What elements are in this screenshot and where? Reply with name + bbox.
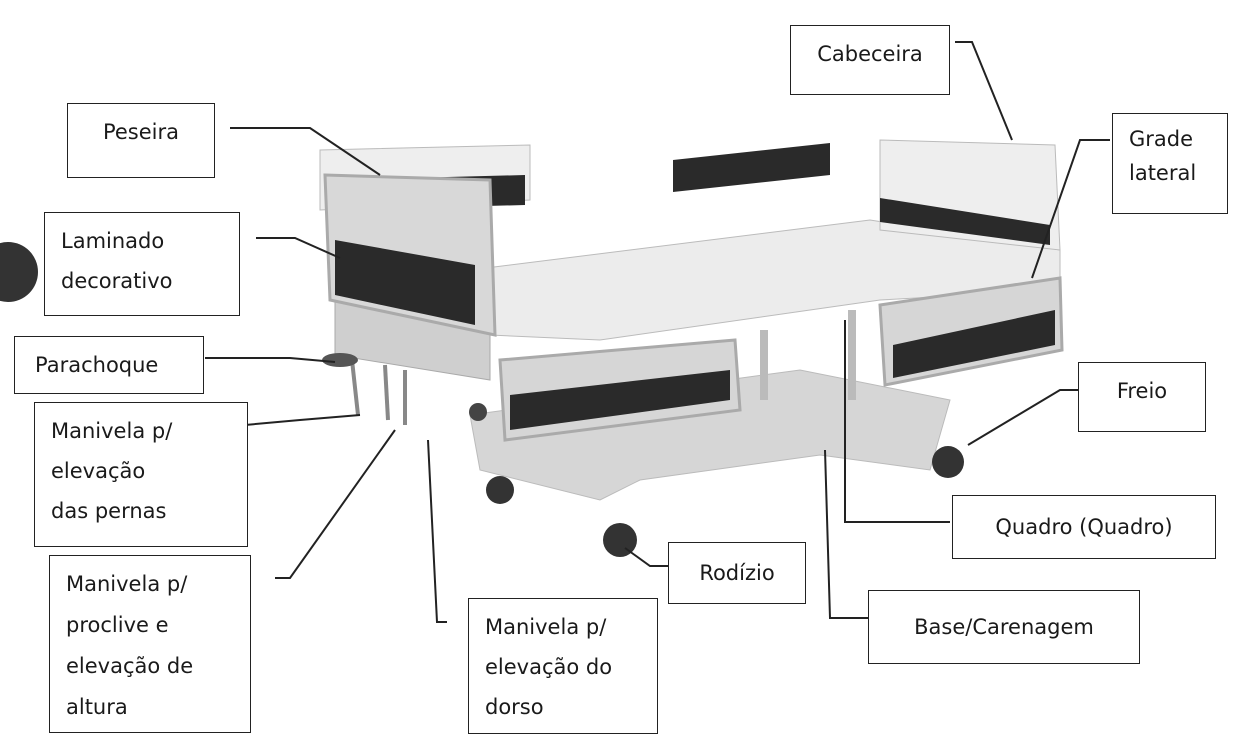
label-freio-text: Freio xyxy=(1116,379,1168,403)
label-manivela-dorso-line3: dorso xyxy=(485,695,544,719)
label-manivela-pernas-line2: elevação xyxy=(51,459,146,483)
label-quadro-text: Quadro (Quadro) xyxy=(995,515,1173,539)
label-freio: Freio xyxy=(1078,362,1206,432)
leader-lines xyxy=(205,41,1110,623)
label-laminado-line1: Laminado xyxy=(61,229,165,253)
label-manivela-proclive-line1: Manivela p/ xyxy=(66,572,188,596)
label-rodizio: Rodízio xyxy=(668,542,806,604)
label-parachoque: Parachoque xyxy=(14,336,204,394)
label-cabeceira: Cabeceira xyxy=(790,25,950,95)
label-quadro: Quadro (Quadro) xyxy=(952,495,1216,559)
label-base-carenagem: Base/Carenagem xyxy=(868,590,1140,664)
label-base-text: Base/Carenagem xyxy=(914,615,1094,639)
decorative-laminate-shape xyxy=(335,240,475,325)
column-graphic xyxy=(760,330,768,400)
wheel-graphic xyxy=(486,476,514,504)
label-manivela-pernas-line1: Manivela p/ xyxy=(51,419,173,443)
label-rodizio-text: Rodízio xyxy=(699,561,775,585)
headboard-panel-shape xyxy=(880,198,1050,245)
label-parachoque-text: Parachoque xyxy=(35,353,159,377)
label-grade-lateral: Grade lateral xyxy=(1112,113,1228,214)
front-rail-panel-shape xyxy=(510,370,730,430)
rear-rail-panel-shape xyxy=(893,310,1055,378)
column-graphic xyxy=(848,310,856,400)
wheel-graphic xyxy=(603,523,637,557)
label-peseira: Peseira xyxy=(67,103,215,178)
label-manivela-dorso-line1: Manivela p/ xyxy=(485,615,607,639)
backrest-panel-shape xyxy=(673,143,830,192)
label-manivela-proclive-line3: elevação de xyxy=(66,654,194,678)
label-manivela-dorso: Manivela p/ elevação do dorso xyxy=(468,598,658,734)
label-manivela-proclive-line4: altura xyxy=(66,695,128,719)
label-grade-lateral-line1: Grade xyxy=(1129,127,1194,151)
wheel-graphic xyxy=(469,403,487,421)
label-laminado-decorativo: Laminado decorativo xyxy=(44,212,240,316)
label-peseira-text: Peseira xyxy=(102,120,180,144)
label-manivela-dorso-line2: elevação do xyxy=(485,655,613,679)
label-manivela-pernas-line3: das pernas xyxy=(51,499,167,523)
partial-circle-graphic xyxy=(0,242,38,302)
label-manivela-proclive: Manivela p/ proclive e elevação de altur… xyxy=(49,555,251,733)
label-manivela-proclive-line2: proclive e xyxy=(66,613,169,637)
label-grade-lateral-line2: lateral xyxy=(1129,161,1197,185)
wheel-graphic xyxy=(932,446,964,478)
label-cabeceira-text: Cabeceira xyxy=(817,42,923,66)
label-manivela-pernas: Manivela p/ elevação das pernas xyxy=(34,402,248,547)
label-laminado-line2: decorativo xyxy=(61,269,173,293)
